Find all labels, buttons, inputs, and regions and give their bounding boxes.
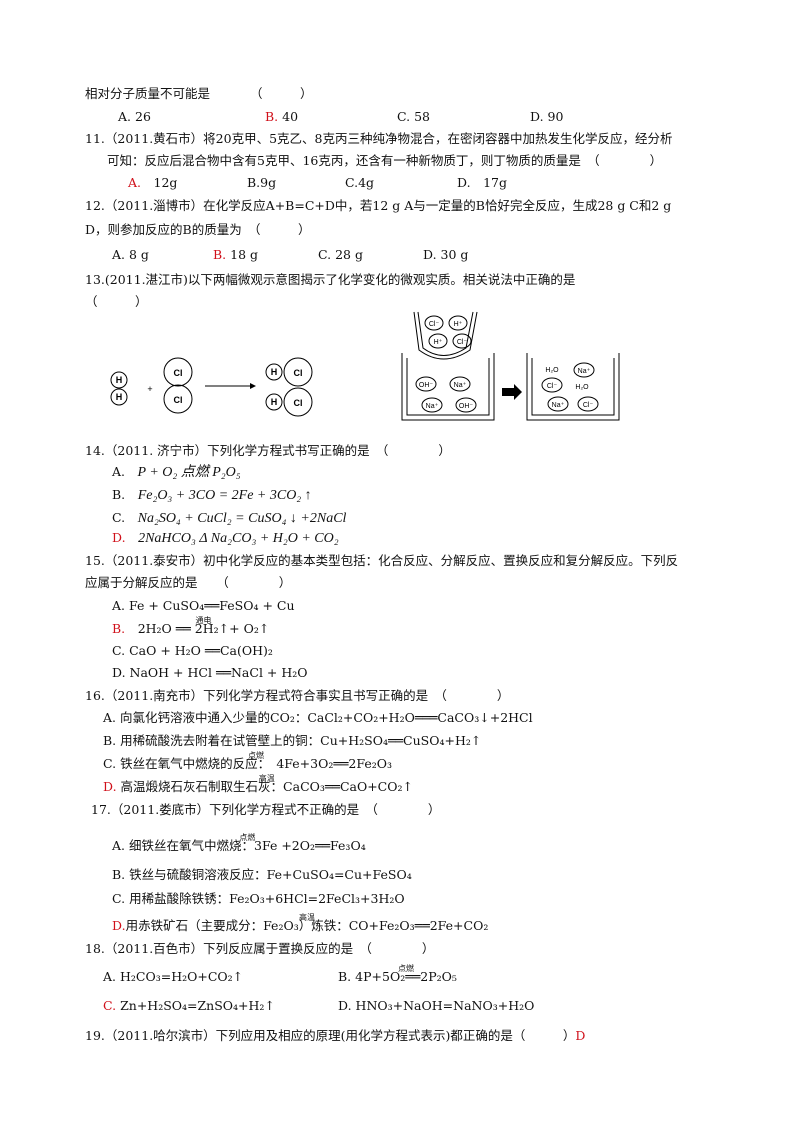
q11-option-d: D. 17g (457, 175, 507, 190)
q16-option-c: C. 点燃铁丝在氧气中燃烧的反应： 4Fe+3O₂══2Fe₂O₃ (103, 751, 393, 771)
q17-option-b: B. 铁丝与硫酸铜溶液反应：Fe+CuSO₄=Cu+FeSO₄ (112, 867, 412, 882)
q13-figure-2: Cl⁻ H⁺ H⁺ Cl⁻ OH⁻ Na⁺ Na⁺ OH⁻ H₂O Na⁺ Cl… (401, 311, 620, 421)
q16-option-d: D. 高温高温煅烧石灰石制取生石灰：CaCO₃══CaO+CO₂↑ (103, 774, 413, 794)
q12-option-b: B. 18 g (213, 247, 259, 262)
q16-option-a: A. 向氯化钙溶液中通入少量的CO₂：CaCl₂+CO₂+H₂O═══CaCO₃… (103, 710, 533, 725)
q10-paren: （ ） (250, 86, 313, 101)
q15-option-a: A. Fe + CuSO₄══FeSO₄ + Cu (112, 598, 295, 613)
q14-option-a: A. P + O₂ 点燃 P₂O₅ (112, 464, 241, 480)
q15-line2: 应属于分解反应的是 （ ） (85, 575, 292, 590)
svg-text:Cl: Cl (174, 395, 183, 405)
q10-option-d: D. 90 (530, 109, 564, 124)
svg-text:H: H (271, 397, 278, 407)
q15-option-c: C. CaO + H₂O ══Ca(OH)₂ (112, 643, 273, 658)
q17-stem: 17.（2011.娄底市）下列化学方程式不正确的是 （ ） (91, 802, 441, 817)
svg-text:Na⁺: Na⁺ (426, 403, 439, 410)
svg-text:Cl: Cl (294, 368, 303, 378)
q12-option-d: D. 30 g (423, 247, 469, 262)
svg-text:Na⁺: Na⁺ (454, 382, 467, 389)
q10-stem: 相对分子质量不可能是 (85, 86, 211, 101)
q12-option-c: C. 28 g (318, 247, 363, 262)
svg-text:H: H (271, 367, 278, 377)
q17-option-a: A. 点燃细铁丝在氧气中燃烧：3Fe +2O₂══Fe₃O₄ (112, 833, 366, 853)
q14-stem: 14.（2011. 济宁市）下列化学方程式书写正确的是 （ ） (85, 443, 451, 458)
q18-option-a: A. H₂CO₃=H₂O+CO₂↑ (103, 969, 244, 984)
q13-line1: 13.(2011.湛江市)以下两幅微观示意图揭示了化学变化的微观实质。相关说法中… (85, 272, 576, 287)
svg-text:H: H (116, 392, 123, 402)
q13-line2: （ ） (85, 294, 148, 309)
svg-text:H⁺: H⁺ (434, 339, 443, 346)
q18-option-c: C. Zn+H₂SO₄=ZnSO₄+H₂↑ (103, 998, 275, 1013)
q11-option-c: C.4g (345, 175, 375, 190)
svg-text:Cl⁻: Cl⁻ (457, 339, 468, 346)
q11-line2: 可知：反应后混合物中含有5克甲、16克丙，还含有一种新物质丁，则丁物质的质量是 … (107, 153, 663, 168)
svg-text:Cl⁻: Cl⁻ (583, 402, 594, 409)
svg-text:OH⁻: OH⁻ (419, 382, 434, 389)
q14-option-d: D. 2NaHCO₃ Δ Na₂CO₃ + H₂O + CO₂ (112, 530, 339, 546)
svg-text:OH⁻: OH⁻ (459, 403, 474, 410)
h-atom-label: H (116, 375, 123, 385)
q12-line2: D，则参加反应的B的质量为 （ ） (85, 222, 311, 237)
q19-answer: D (575, 1028, 586, 1043)
q11-line1: 11.（2011.黄石市）将20克甲、5克乙、8克丙三种纯净物混合，在密闭容器中… (85, 131, 673, 146)
svg-text:Cl: Cl (174, 368, 183, 378)
svg-text:Cl: Cl (294, 398, 303, 408)
q10-option-a: A. 26 (118, 109, 151, 124)
q12-line1: 12.（2011.淄博市）在化学反应A+B=C+D中，若12 g A与一定量的B… (85, 198, 672, 213)
q13-figure-1: H H + Cl Cl H Cl H Cl (110, 357, 313, 417)
q15-option-d: D. NaOH + HCl ══NaCl + H₂O (112, 665, 308, 680)
svg-text:H₂O: H₂O (575, 384, 589, 391)
q16-option-b: B. 用稀硫酸洗去附着在试管壁上的铜：Cu+H₂SO₄══CuSO₄+H₂↑ (103, 733, 482, 748)
q15-line1: 15.（2011.泰安市）初中化学反应的基本类型包括：化合反应、分解反应、置换反… (85, 553, 679, 568)
q12-option-a: A. 8 g (112, 247, 149, 262)
q16-stem: 16.（2011.南充市）下列化学方程式符合事实且书写正确的是 （ ） (85, 688, 510, 703)
svg-text:+: + (147, 384, 152, 394)
q14-option-c: C. Na₂SO₄ + CuCl₂ = CuSO₄ ↓ +2NaCl (112, 510, 347, 526)
q14-option-b: B. Fe₂O₃ + 3CO = 2Fe + 3CO₂ ↑ (112, 487, 312, 503)
q10-option-b: B. 40 (265, 109, 299, 124)
q19-stem: 19.（2011.哈尔滨市）下列应用及相应的原理(用化学方程式表示)都正确的是（… (85, 1028, 586, 1043)
svg-text:H₂O: H₂O (545, 367, 559, 374)
q11-option-a: A. 12g (128, 175, 178, 190)
q10-option-c: C. 58 (397, 109, 430, 124)
svg-text:Cl⁻: Cl⁻ (429, 321, 440, 328)
q18-stem: 18.（2011.百色市）下列反应属于置换反应的是 （ ） (85, 941, 435, 956)
svg-text:H⁺: H⁺ (454, 321, 463, 328)
svg-text:Na⁺: Na⁺ (552, 402, 565, 409)
q17-option-c: C. 用稀盐酸除铁锈：Fe₂O₃+6HCl=2FeCl₃+3H₂O (112, 891, 405, 906)
svg-text:Na⁺: Na⁺ (578, 368, 591, 375)
q18-option-d: D. HNO₃+NaOH=NaNO₃+H₂O (338, 998, 535, 1013)
q11-option-b: B.9g (247, 175, 277, 190)
svg-text:Cl⁻: Cl⁻ (547, 383, 558, 390)
q17-option-d: D.高温用赤铁矿石（主要成分：Fe₂O₃）炼铁：CO+Fe₂O₃══2Fe+CO… (112, 913, 489, 933)
